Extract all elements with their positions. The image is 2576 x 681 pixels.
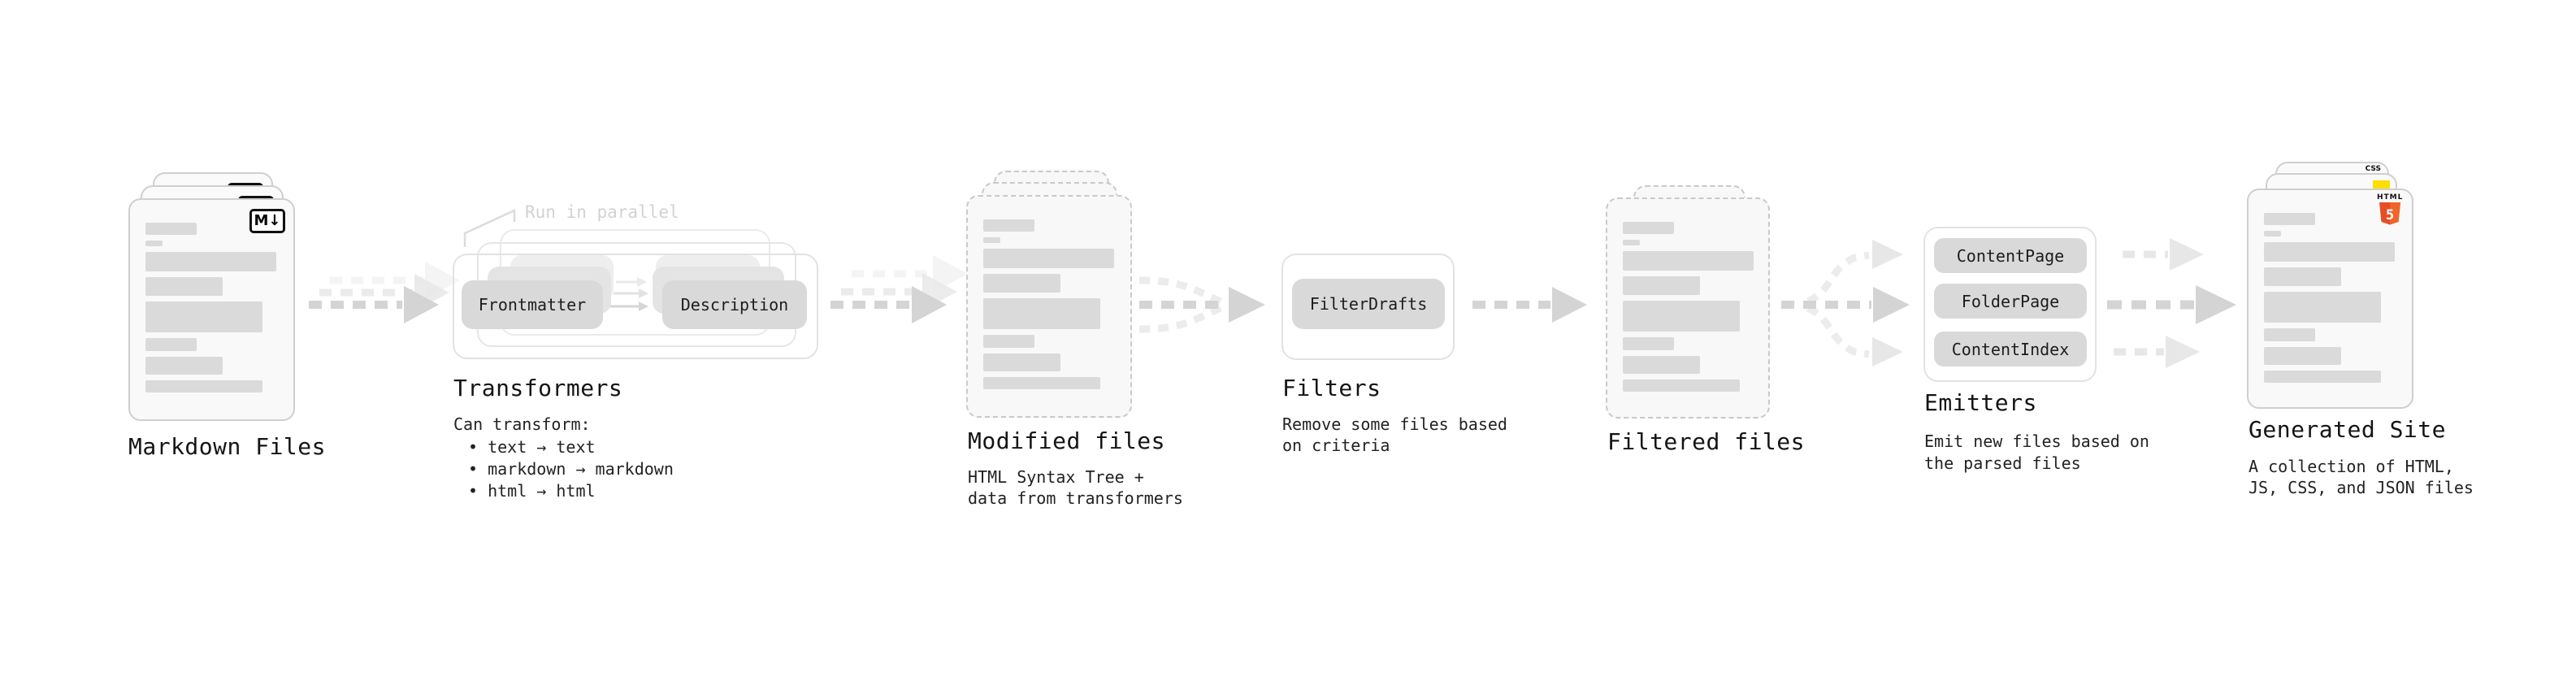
bullet-item: • text → text: [468, 437, 596, 457]
desc-line: JS, CSS, and JSON files: [2249, 478, 2474, 497]
stage-title-generated-site: Generated Site: [2249, 416, 2447, 443]
transformer-box-front: [453, 254, 818, 359]
stage-title-filtered-files: Filtered files: [1607, 428, 1806, 455]
generated-site-desc: A collection of HTML, JS, CSS, and JSON …: [2249, 456, 2474, 498]
stage-title-modified-files: Modified files: [968, 427, 1166, 454]
document-text-lines: [1607, 199, 1768, 397]
flow-arrow-filtered-to-emitters: [1781, 240, 1910, 367]
frontmatter-node: Frontmatter: [462, 280, 603, 329]
document-page: [966, 195, 1132, 418]
run-in-parallel-annotation: Run in parallel: [525, 202, 679, 222]
document-text-lines: [968, 197, 1130, 395]
flow-arrow-emitters-to-site: [2107, 238, 2236, 368]
document-page: M↓: [128, 198, 295, 421]
html5-shield-icon: 5: [2379, 202, 2400, 225]
flow-arrow-filters-to-filtered: [1472, 287, 1587, 323]
markdown-icon: M↓: [249, 209, 285, 233]
folderpage-node: FolderPage: [1934, 284, 2087, 319]
emitters-box: ContentPage FolderPage ContentIndex: [1923, 227, 2097, 382]
contentindex-node: ContentIndex: [1934, 332, 2087, 367]
desc-line: data from transformers: [968, 488, 1183, 508]
filters-desc: Remove some files based on criteria: [1282, 414, 1507, 456]
flow-arrow-transformers-to-modified: [830, 255, 968, 323]
document-text-lines: [130, 200, 293, 398]
desc-line: the parsed files: [1924, 453, 2081, 473]
document-page: [1606, 197, 1770, 419]
document-page: HTML 5: [2247, 189, 2413, 409]
flow-arrow-markdown-to-transformers: [309, 262, 460, 323]
stage-title-markdown-files: Markdown Files: [128, 433, 327, 460]
stage-title-transformers: Transformers: [453, 375, 623, 401]
desc-line: Remove some files based: [1282, 414, 1507, 434]
js-badge: [2373, 180, 2390, 189]
document-text-lines: [2249, 190, 2412, 388]
flow-arrow-modified-to-filters: [1138, 276, 1265, 333]
bullet-item: • markdown → markdown: [468, 459, 674, 479]
html5-logo: HTML 5: [2377, 193, 2403, 229]
filters-box: FilterDrafts: [1281, 254, 1455, 360]
stage-title-filters: Filters: [1282, 375, 1381, 401]
emitters-desc: Emit new files based on the parsed files: [1924, 431, 2149, 475]
modified-files-desc: HTML Syntax Tree + data from transformer…: [968, 466, 1183, 509]
transformers-desc-heading: Can transform:: [453, 414, 591, 434]
description-node: Description: [662, 280, 807, 329]
contentpage-node: ContentPage: [1934, 238, 2087, 273]
desc-line: HTML Syntax Tree +: [968, 467, 1144, 487]
filterdrafts-node: FilterDrafts: [1292, 279, 1445, 329]
transformers-bullet-list: • text → text • markdown → markdown • ht…: [468, 436, 674, 502]
desc-line: on criteria: [1282, 436, 1390, 455]
html5-label: HTML: [2377, 193, 2404, 202]
desc-line: Emit new files based on: [1924, 432, 2149, 451]
svg-text:5: 5: [2386, 207, 2394, 223]
css-badge-label: CSS: [2365, 165, 2381, 173]
bullet-item: • html → html: [468, 481, 596, 501]
desc-line: A collection of HTML,: [2249, 457, 2454, 476]
stage-title-emitters: Emitters: [1924, 389, 2037, 416]
